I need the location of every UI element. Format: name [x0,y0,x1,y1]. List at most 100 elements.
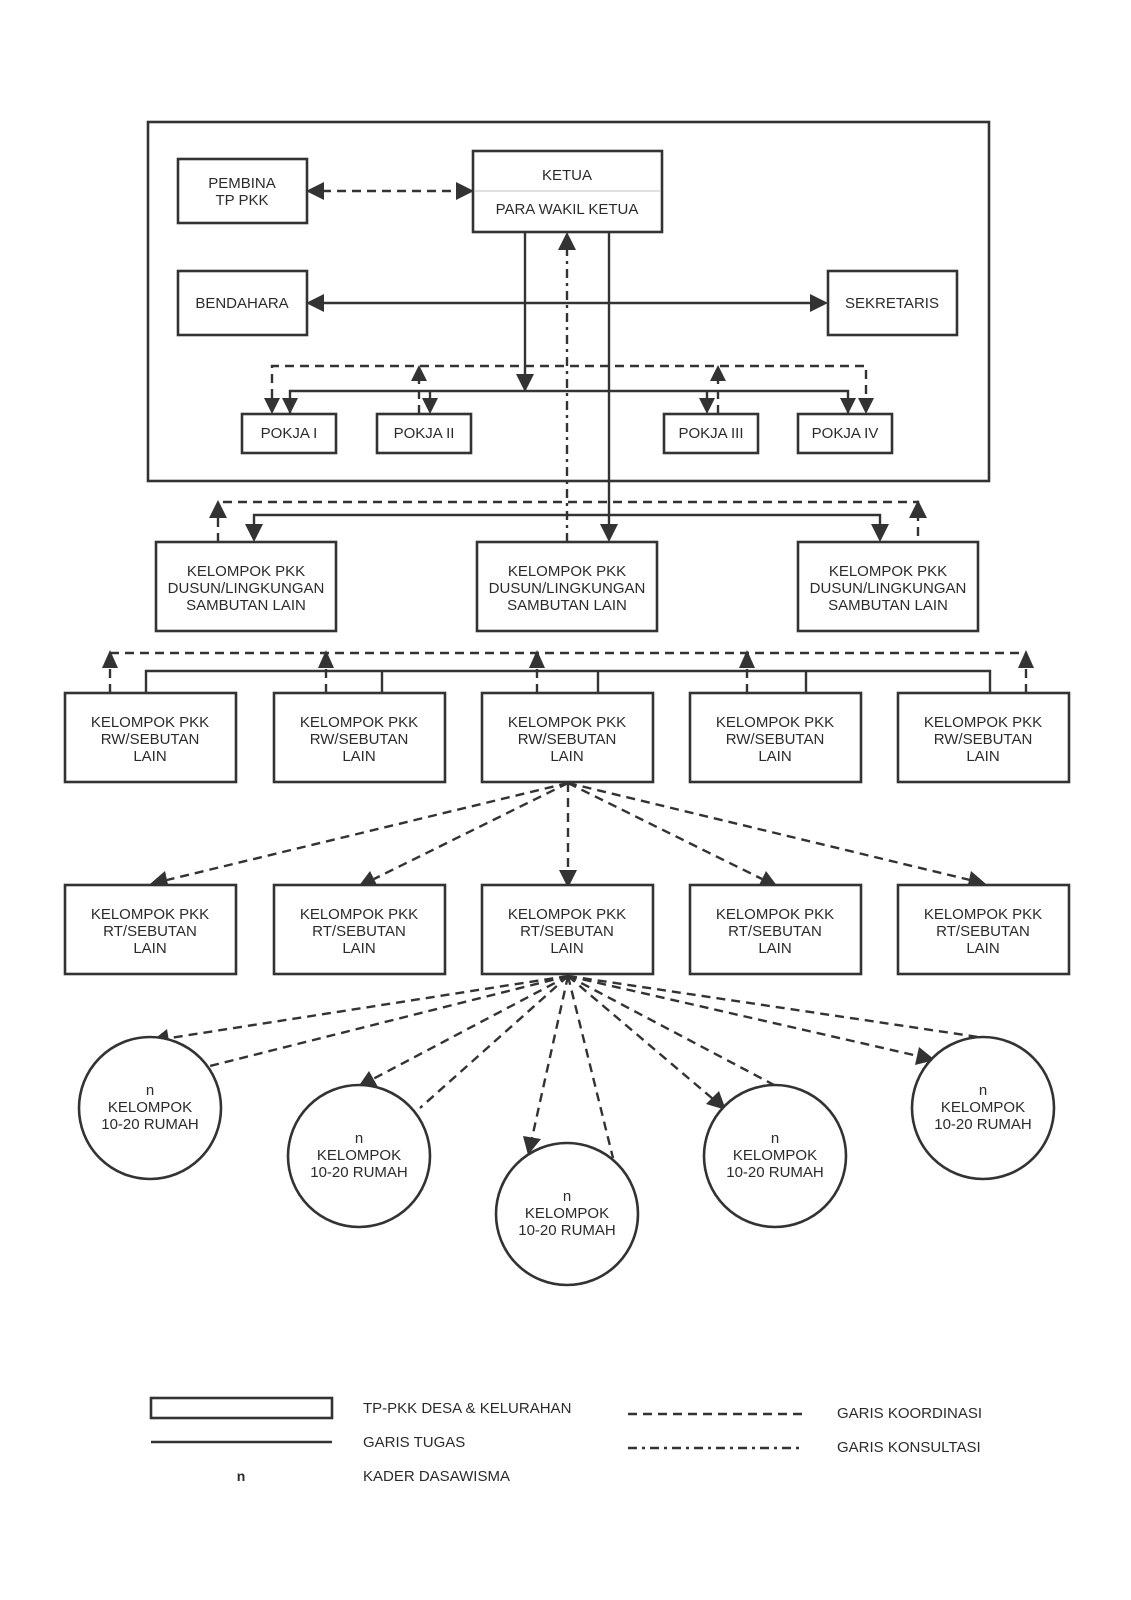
dusun-label: DUSUN/LINGKUNGAN [810,580,967,597]
arrow-up-icon [558,232,576,250]
arrow-up-icon [318,650,334,668]
ketua-box: KETUA PARA WAKIL KETUA [471,149,664,234]
dusun-task-bus [252,513,882,524]
arrow-up-icon [1018,650,1034,668]
pokja-iv-box: POKJA IV [796,412,894,455]
arrow-down-icon [871,524,889,542]
dusun-label: KELOMPOK PKK [508,563,626,580]
legend-garis-tugas-label: GARIS TUGAS [363,1434,465,1451]
kelompok-rw-box: KELOMPOK PKK RW/SEBUTAN LAIN [63,691,238,784]
rt-label: LAIN [342,940,375,957]
tp-pkk-frame [146,120,991,483]
rt-rumah-coordination-line [566,975,615,1159]
kelompok-rumah-circle: n KELOMPOK 10-20 RUMAH [910,1035,1056,1181]
rumah-label: 10-20 RUMAH [726,1164,824,1181]
kelompok-rt-box: KELOMPOK PKK RT/SEBUTAN LAIN [480,883,655,976]
pokja-label: POKJA IV [812,425,879,442]
rumah-label: n [563,1188,571,1205]
rw-rt-coordination-line [166,781,569,882]
dusun-coordination-bus [216,500,920,542]
rw-label: LAIN [758,748,791,765]
rumah-label: KELOMPOK [941,1099,1025,1116]
rumah-label: KELOMPOK [525,1205,609,1222]
pokja-label: POKJA II [394,425,455,442]
pokja-i-box: POKJA I [240,412,338,455]
arrow-down-icon [422,398,438,414]
rumah-label: n [771,1130,779,1147]
dusun-label: SAMBUTAN LAIN [828,597,948,614]
rt-label: KELOMPOK PKK [91,906,209,923]
dusun-label: KELOMPOK PKK [829,563,947,580]
arrow-up-icon [909,500,927,518]
rt-label: RT/SEBUTAN [728,923,822,940]
rt-rumah-coordination-line [567,974,919,1058]
rumah-label: KELOMPOK [317,1147,401,1164]
kelompok-rt-box: KELOMPOK PKK RT/SEBUTAN LAIN [272,883,447,976]
wakil-ketua-label: PARA WAKIL KETUA [496,201,639,218]
rw-label: KELOMPOK PKK [300,714,418,731]
dusun-label: SAMBUTAN LAIN [186,597,306,614]
dusun-label: DUSUN/LINGKUNGAN [489,580,646,597]
rumah-label: 10-20 RUMAH [310,1164,408,1181]
bendahara-box: BENDAHARA [176,269,309,337]
rt-label: RT/SEBUTAN [936,923,1030,940]
pokja-task-bus [288,389,850,414]
arrow-down-icon [516,374,534,392]
kelompok-rt-box: KELOMPOK PKK RT/SEBUTAN LAIN [896,883,1071,976]
kelompok-rumah-circle: n KELOMPOK 10-20 RUMAH [286,1083,432,1229]
kelompok-rw-box: KELOMPOK PKK RW/SEBUTAN LAIN [896,691,1071,784]
arrow-down-icon [600,524,618,542]
kelompok-rumah-circle: n KELOMPOK 10-20 RUMAH [494,1141,640,1287]
kelompok-rumah-circle: n KELOMPOK 10-20 RUMAH [702,1083,848,1229]
arrow-icon [358,1071,378,1087]
rumah-label: 10-20 RUMAH [518,1222,616,1239]
arrow-down-icon [699,398,715,414]
arrow-up-icon [739,650,755,668]
rw-label: RW/SEBUTAN [310,731,409,748]
rt-label: KELOMPOK PKK [508,906,626,923]
rw-label: RW/SEBUTAN [101,731,200,748]
rw-label: KELOMPOK PKK [91,714,209,731]
arrow-right-icon [456,182,474,200]
rw-label: KELOMPOK PKK [508,714,626,731]
pembina-label: PEMBINA [208,175,276,192]
rw-label: LAIN [133,748,166,765]
legend-kader-label: KADER DASAWISMA [363,1468,510,1485]
rt-rumah-coordination-line [372,974,569,1081]
rumah-label: n [146,1082,154,1099]
rumah-label: KELOMPOK [108,1099,192,1116]
bendahara-label: BENDAHARA [195,295,288,312]
rt-label: KELOMPOK PKK [300,906,418,923]
ketua-label: KETUA [542,167,592,184]
rw-label: LAIN [550,748,583,765]
pembina-box: PEMBINA TP PKK [176,157,309,225]
rt-label: LAIN [966,940,999,957]
legend-kader-symbol: n [237,1468,246,1484]
rumah-label: 10-20 RUMAH [934,1116,1032,1133]
rumah-label: n [979,1082,987,1099]
kelompok-rt-box: KELOMPOK PKK RT/SEBUTAN LAIN [63,883,238,976]
rt-label: LAIN [550,940,583,957]
rt-rumah-coordination-line [209,974,569,1068]
rumah-label: n [355,1130,363,1147]
rw-label: RW/SEBUTAN [518,731,617,748]
rt-rumah-coordination-line [567,974,986,1040]
sekretaris-label: SEKRETARIS [845,295,939,312]
kelompok-rumah-circle: n KELOMPOK 10-20 RUMAH [77,1035,223,1181]
arrow-icon [523,1136,541,1155]
arrow-up-icon [411,365,427,381]
rw-label: KELOMPOK PKK [716,714,834,731]
kelompok-dusun-box: KELOMPOK PKK DUSUN/LINGKUNGAN SAMBUTAN L… [796,540,980,633]
rt-label: KELOMPOK PKK [924,906,1042,923]
arrow-down-icon [840,398,856,414]
arrow-icon [706,1091,726,1110]
pokja-ii-box: POKJA II [375,412,473,455]
rt-rumah-coordination-line [419,975,569,1109]
rt-label: LAIN [133,940,166,957]
legend-tp-pkk-label: TP-PKK DESA & KELURAHAN [363,1400,571,1417]
rw-rt-coordination-line [567,781,971,882]
arrow-up-icon [710,365,726,381]
pokja-coordination-bus [270,364,868,398]
rt-rumah-coordination-line [567,975,714,1100]
